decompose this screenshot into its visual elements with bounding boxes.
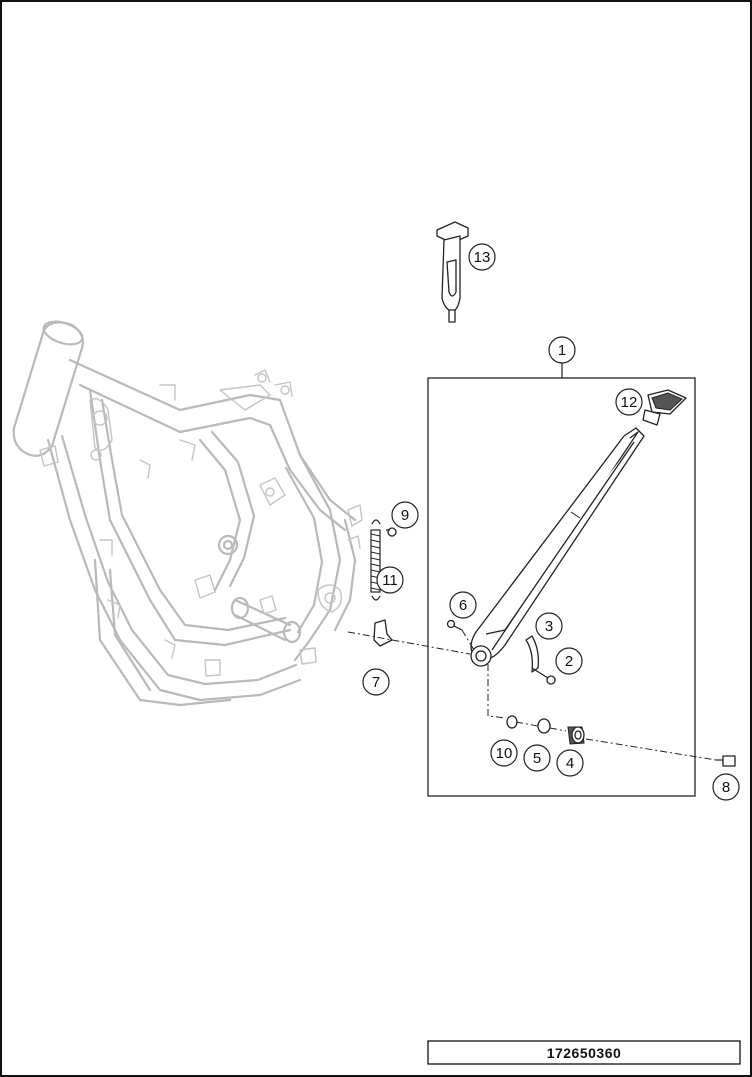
- svg-text:12: 12: [621, 394, 638, 411]
- svg-text:4: 4: [566, 755, 574, 772]
- part-9-screw: [386, 527, 397, 537]
- svg-text:10: 10: [496, 745, 513, 762]
- svg-text:1: 1: [558, 342, 566, 359]
- callout-12: 12: [615, 388, 643, 416]
- part-2-screw: [531, 667, 556, 685]
- callout-9: 9: [391, 501, 419, 529]
- callout-13: 13: [468, 243, 496, 271]
- part-11-spring: [370, 519, 381, 601]
- callout-5: 5: [523, 744, 551, 772]
- reference-number-box: 172650360: [427, 1040, 741, 1065]
- part-8-bolt: [716, 755, 736, 767]
- part-6-screw: [446, 619, 463, 631]
- callout-10: 10: [490, 739, 518, 767]
- part-4-bushing: [567, 726, 585, 745]
- part-5-washer: [537, 718, 551, 734]
- svg-text:3: 3: [545, 618, 553, 635]
- part-12-foot-pad: [642, 389, 687, 426]
- svg-text:13: 13: [474, 249, 491, 266]
- part-7-bracket: [373, 619, 393, 647]
- side-stand-leg: [470, 427, 645, 667]
- callout-8: 8: [712, 773, 740, 801]
- svg-text:6: 6: [459, 597, 467, 614]
- callout-2: 2: [555, 647, 583, 675]
- reference-number: 172650360: [547, 1045, 622, 1061]
- motorcycle-frame: [12, 320, 363, 707]
- part-3-bracket: [525, 635, 540, 673]
- part-13-tool: [436, 221, 469, 323]
- callout-3: 3: [535, 612, 563, 640]
- callout-7: 7: [362, 668, 390, 696]
- svg-text:11: 11: [382, 572, 398, 589]
- part-10-washer: [506, 715, 518, 729]
- svg-text:5: 5: [533, 750, 541, 767]
- svg-text:9: 9: [401, 507, 409, 524]
- callout-11: 11: [376, 566, 404, 594]
- kit-box-part-1: [427, 377, 696, 797]
- assembly-axis-lines: [347, 629, 717, 761]
- svg-text:2: 2: [565, 653, 573, 670]
- svg-text:8: 8: [722, 779, 730, 796]
- callout-4: 4: [556, 749, 584, 777]
- callout-1: 1: [548, 336, 576, 364]
- svg-text:7: 7: [372, 674, 380, 691]
- callout-6: 6: [449, 591, 477, 619]
